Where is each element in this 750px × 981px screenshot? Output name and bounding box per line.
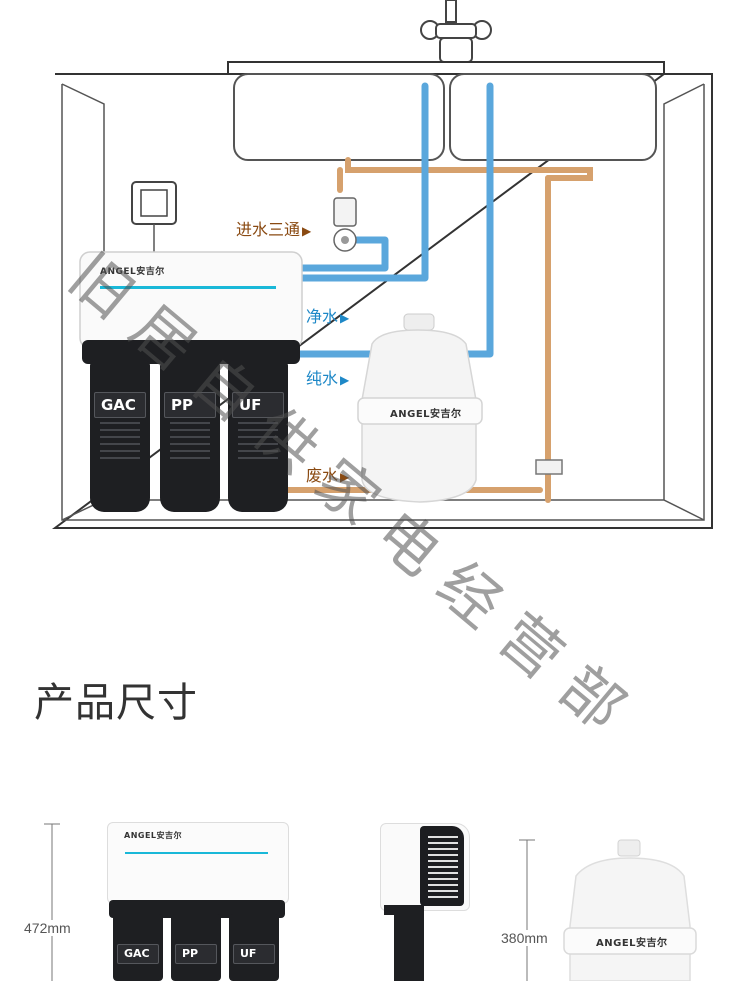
- purifier-height-label: 472mm: [24, 920, 71, 936]
- filter-gac: GAC: [90, 360, 150, 512]
- clean-water-label: 净水▶: [306, 303, 349, 327]
- sink-left: [233, 73, 445, 161]
- filter-label: PP: [175, 944, 217, 964]
- waste-valve-icon: [535, 459, 563, 475]
- clean-water-text: 净水: [306, 307, 339, 326]
- filter-uf: UF: [228, 360, 288, 512]
- countertop: [227, 61, 665, 75]
- inlet-tee-text: 进水三通: [236, 220, 301, 239]
- faucet-icon: [420, 0, 492, 63]
- arrow-right-icon: ▶: [340, 470, 350, 484]
- purifier-front-view: [107, 822, 289, 904]
- dimension-lines: [44, 823, 535, 981]
- purifier-front-brand: ANGEL安吉尔: [124, 831, 183, 840]
- tank-brand: ANGEL安吉尔: [390, 409, 462, 420]
- waste-water-text: 废水: [306, 466, 339, 485]
- tank-view: [563, 839, 697, 981]
- purifier-brand: ANGEL安吉尔: [100, 267, 165, 277]
- side-filter: [394, 912, 424, 981]
- sink-right: [449, 73, 657, 161]
- side-vents: [428, 832, 458, 902]
- front-accent-line: [125, 852, 268, 854]
- filter-gac-front: GAC: [113, 914, 163, 981]
- filter-pp-front: PP: [171, 914, 221, 981]
- filter-pp: PP: [160, 360, 220, 512]
- arrow-right-icon: ▶: [340, 373, 350, 387]
- filter-label: GAC: [117, 944, 159, 964]
- tank-view-brand: ANGEL安吉尔: [596, 938, 668, 949]
- tank-height-label: 380mm: [501, 930, 548, 946]
- water-pipes: [296, 82, 494, 358]
- arrow-right-icon: ▶: [302, 224, 312, 238]
- filter-label: GAC: [94, 392, 146, 418]
- inlet-tee-icon: [333, 197, 357, 252]
- pure-water-text: 纯水: [306, 369, 339, 388]
- filter-label: UF: [233, 944, 275, 964]
- filter-label: UF: [232, 392, 284, 418]
- filter-label: PP: [164, 392, 216, 418]
- pure-water-label: 纯水▶: [306, 365, 349, 389]
- inlet-tee-label: 进水三通▶: [236, 216, 311, 240]
- waste-water-label: 废水▶: [306, 462, 349, 486]
- arrow-right-icon: ▶: [340, 311, 350, 325]
- installation-diagram: [51, 0, 713, 529]
- filter-uf-front: UF: [229, 914, 279, 981]
- pressure-tank-icon: [357, 313, 483, 503]
- section-title: 产品尺寸: [34, 680, 198, 726]
